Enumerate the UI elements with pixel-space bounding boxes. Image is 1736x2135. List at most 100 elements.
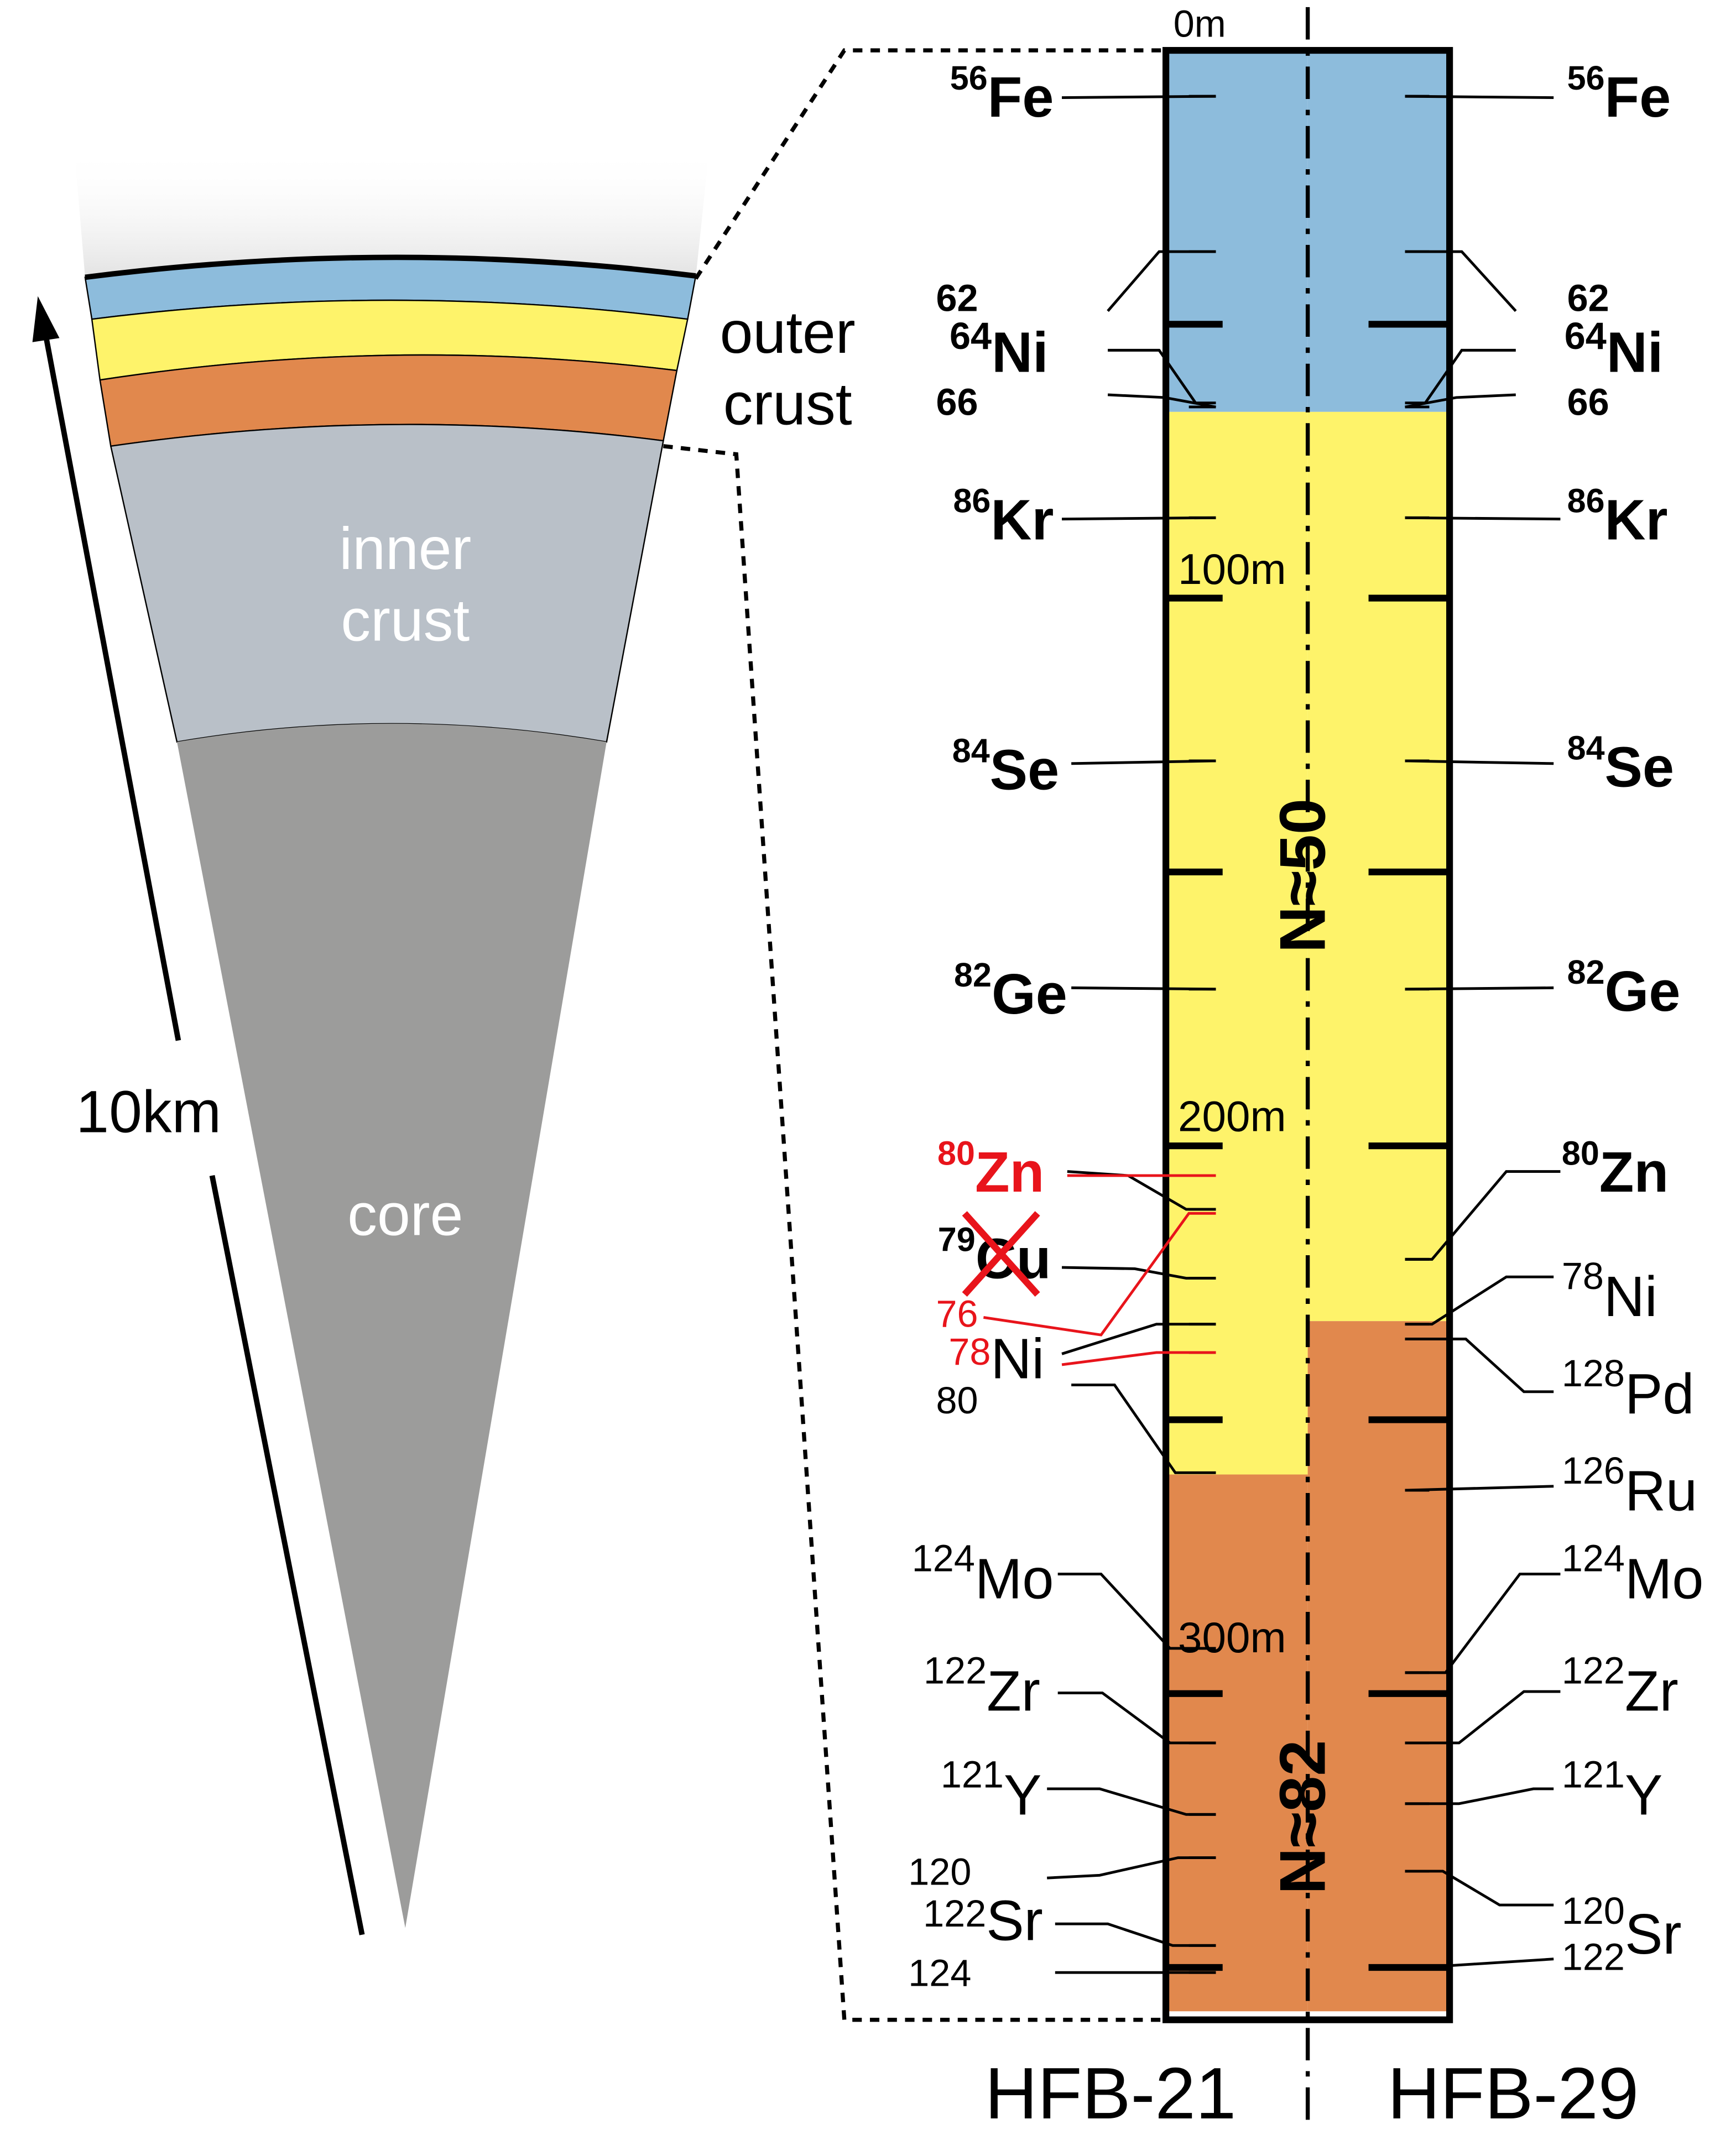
magic-number-50: N≈50 (1266, 798, 1339, 953)
leader-left-ni78-red (1061, 1351, 1216, 1366)
isotope-left-mo124: 124Mo (912, 1538, 1054, 1611)
depth-label-0m: 0m (1174, 3, 1226, 45)
outer-crust-label-line2: crust (723, 371, 852, 437)
leader-left-zn80 (1067, 1170, 1216, 1211)
leader-left-fe56 (1062, 95, 1216, 100)
isotope-left-ni80-mass: 80 (936, 1380, 978, 1422)
isotope-right-pd128: 128Pd (1562, 1353, 1695, 1426)
isotope-right-ge82: 82Ge (1567, 953, 1681, 1023)
atmosphere-haze (74, 149, 710, 278)
star-cone: outer crust inner crust core 10km (32, 48, 1165, 2022)
zoom-connector-bottom (663, 444, 1165, 2022)
isotope-left-sr120-mass: 120 (908, 1851, 971, 1893)
scale-label: 10km (76, 1079, 221, 1145)
leader-right-mo124 (1405, 1573, 1561, 1674)
scale-arrow-lower (209, 1174, 365, 1935)
depth-label-100m: 100m (1178, 545, 1286, 593)
isotope-left-ge82: 82Ge (954, 956, 1067, 1026)
inner-crust-label-line1: inner (339, 515, 471, 582)
isotope-left-sr124-mass: 124 (908, 1953, 971, 1995)
zoom-connector-top (694, 48, 1165, 280)
leader-left-sr120 (1047, 1856, 1216, 1880)
leader-left-ni64 (1108, 348, 1216, 405)
leader-left-se84 (1071, 759, 1216, 765)
magic-number-82: N≈82 (1266, 1740, 1339, 1894)
leader-left-kr86 (1062, 516, 1216, 521)
leader-left-cu79 (1061, 1266, 1216, 1280)
isotope-right-ru126: 126Ru (1562, 1450, 1697, 1523)
isotope-left-ni62-mass: 62 (936, 278, 978, 320)
isotope-right-ni62-mass: 62 (1567, 278, 1609, 320)
isotope-left-y121: 121Y (941, 1754, 1042, 1827)
leader-left-zr122 (1057, 1692, 1216, 1745)
isotope-left-zr122: 122Zr (924, 1649, 1040, 1722)
leader-left-ni76-red (983, 1212, 1216, 1337)
scale-arrow-upper (40, 321, 181, 1041)
isotope-left-cu79: 79Cu (938, 1221, 1051, 1291)
leader-left-ge82 (1071, 986, 1216, 991)
leader-right-sr120 (1405, 1870, 1554, 1907)
right-band-blue (1307, 50, 1450, 412)
isotope-right-ni66-mass: 66 (1567, 382, 1609, 424)
leader-right-ni78 (1405, 1275, 1554, 1326)
leader-left-mo124 (1057, 1573, 1216, 1650)
left-isotope-labels: 56Fe 62 64Ni 66 86Kr 84Se 82Ge 80Zn 79Cu… (908, 59, 1067, 1995)
isotope-right-sr122-mass: 122 (1562, 1936, 1625, 1978)
isotope-right-sr120: 120Sr (1562, 1890, 1682, 1966)
column-bands (1166, 50, 1450, 2012)
isotope-left-ni64: 64Ni (950, 315, 1049, 384)
depth-label-300m: 300m (1178, 1613, 1286, 1662)
leader-right-kr86 (1405, 516, 1561, 521)
leader-left-ni66 (1107, 393, 1216, 409)
leader-right-ni64 (1405, 348, 1516, 405)
leader-right-se84 (1405, 759, 1554, 765)
right-band-yellow (1307, 411, 1450, 1322)
depth-label-200m: 200m (1178, 1092, 1286, 1140)
isotope-right-mo124: 124Mo (1562, 1538, 1704, 1611)
isotope-left-kr86: 86Kr (953, 482, 1054, 552)
isotope-left-ni76-mass: 76 (936, 1293, 978, 1335)
isotope-left-se84: 84Se (952, 732, 1059, 801)
scale-arrowhead (32, 296, 60, 342)
leader-left-ni62 (1107, 250, 1216, 312)
leader-right-y121 (1405, 1787, 1554, 1805)
inner-crust-layer (110, 424, 664, 743)
inner-crust-label-line2: crust (341, 587, 470, 654)
core-region (177, 723, 607, 1928)
left-band-yellow (1166, 411, 1308, 1475)
leader-right-ge82 (1405, 986, 1554, 991)
isotope-right-fe56: 56Fe (1567, 59, 1671, 129)
leader-right-sr122 (1405, 1957, 1554, 1970)
leader-lines (1047, 95, 1561, 1974)
isotope-right-ni64: 64Ni (1565, 315, 1664, 384)
leader-right-ru126 (1405, 1485, 1554, 1492)
leader-lines-red (983, 1174, 1216, 1366)
isotope-right-y121: 121Y (1562, 1754, 1663, 1827)
isotope-right-kr86: 86Kr (1567, 482, 1668, 552)
star-surface-line (85, 254, 696, 280)
isotope-left-ni78: 78Ni (948, 1327, 1044, 1390)
model-label-hfb29: HFB-29 (1388, 2053, 1639, 2134)
isotope-right-se84: 84Se (1567, 729, 1674, 799)
leader-left-y121 (1047, 1787, 1216, 1816)
isotope-left-zn80: 80Zn (937, 1134, 1044, 1204)
isotope-left-fe56: 56Fe (950, 59, 1054, 129)
outer-crust-label-line1: outer (720, 299, 856, 366)
leader-right-zr122 (1405, 1690, 1561, 1745)
leader-right-ni66 (1405, 393, 1516, 409)
leader-left-sr122 (1055, 1922, 1216, 1947)
leader-right-ni62 (1405, 250, 1517, 312)
left-band-blue (1166, 50, 1308, 412)
leader-right-zn80 (1405, 1170, 1561, 1261)
leader-left-ni80 (1071, 1384, 1216, 1474)
core-label: core (347, 1181, 463, 1247)
isotope-left-sr122: 122Sr (923, 1889, 1043, 1953)
right-band-orange (1307, 1321, 1450, 2012)
leader-left-ni78 (1061, 1323, 1216, 1355)
leader-right-pd128 (1405, 1338, 1554, 1393)
isotope-right-ni78: 78Ni (1562, 1255, 1657, 1328)
isotope-right-zn80: 80Zn (1562, 1134, 1669, 1204)
model-label-hfb21: HFB-21 (985, 2053, 1236, 2134)
right-isotope-labels: 56Fe 62 64Ni 66 86Kr 84Se 82Ge 80Zn 78Ni… (1562, 59, 1704, 1978)
isotope-right-zr122: 122Zr (1562, 1649, 1678, 1722)
